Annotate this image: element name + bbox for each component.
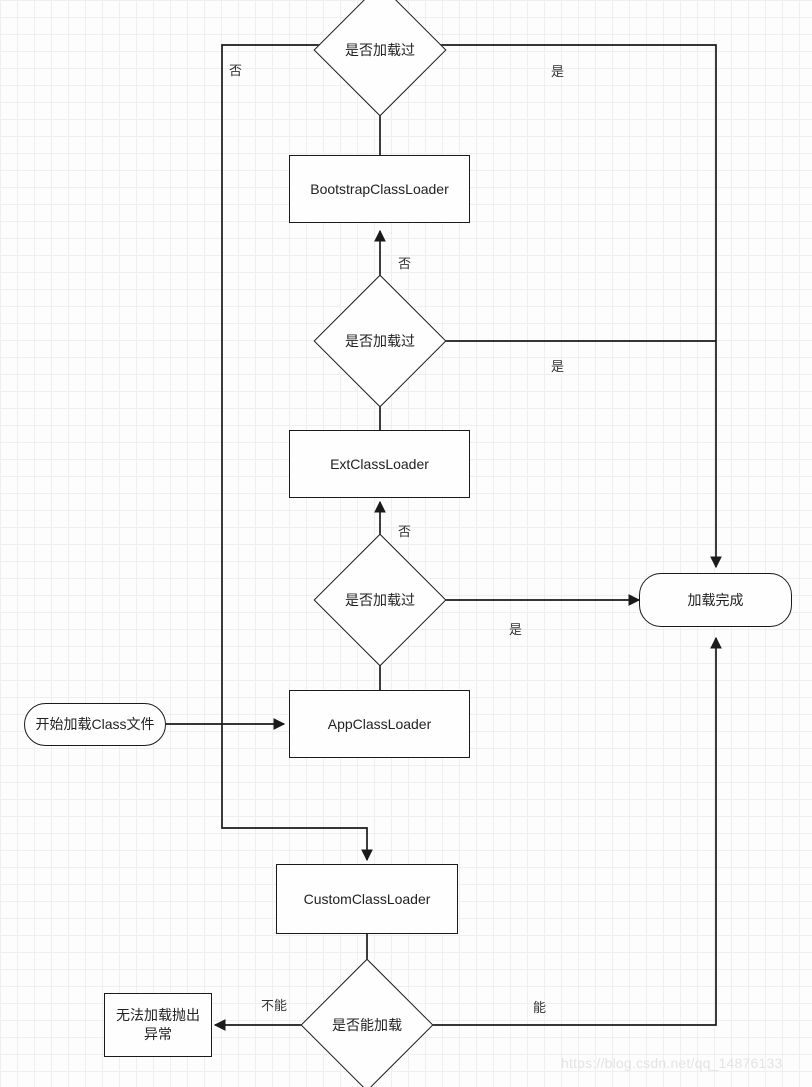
node-ext-class-loader[interactable]: ExtClassLoader [289, 430, 470, 498]
node-loaded-check-app[interactable]: 是否加载过 [313, 533, 447, 667]
node-label: 是否能加载 [332, 1017, 402, 1033]
edge-label-bootstrap-yes: 是 [551, 64, 565, 79]
node-label: 是否加载过 [345, 333, 415, 349]
edge-label-app-yes: 是 [509, 622, 523, 637]
edge-label-can-load: 能 [533, 1000, 547, 1015]
node-bootstrap-class-loader[interactable]: BootstrapClassLoader [289, 155, 470, 223]
node-custom-class-loader[interactable]: CustomClassLoader [276, 864, 458, 934]
edge-label-app-no: 否 [398, 524, 412, 539]
edge-label-bootstrap-no: 否 [229, 63, 243, 78]
node-loaded-check-ext[interactable]: 是否加载过 [313, 274, 447, 408]
node-start[interactable]: 开始加载Class文件 [24, 703, 166, 746]
watermark: https://blog.csdn.net/qq_14876133 [561, 1055, 783, 1071]
node-load-complete[interactable]: 加载完成 [639, 573, 792, 627]
edge-label-ext-yes: 是 [551, 359, 565, 374]
node-loaded-check-bootstrap[interactable]: 是否加载过 [313, 0, 447, 117]
node-throw-exception[interactable]: 无法加载抛出 异常 [104, 993, 212, 1057]
edge-label-cannot-load: 不能 [261, 998, 288, 1013]
edge-label-ext-no: 否 [398, 256, 412, 271]
node-app-class-loader[interactable]: AppClassLoader [289, 690, 470, 758]
node-label: 是否加载过 [345, 42, 415, 58]
node-can-load-check[interactable]: 是否能加载 [300, 958, 434, 1087]
node-label: 是否加载过 [345, 592, 415, 608]
